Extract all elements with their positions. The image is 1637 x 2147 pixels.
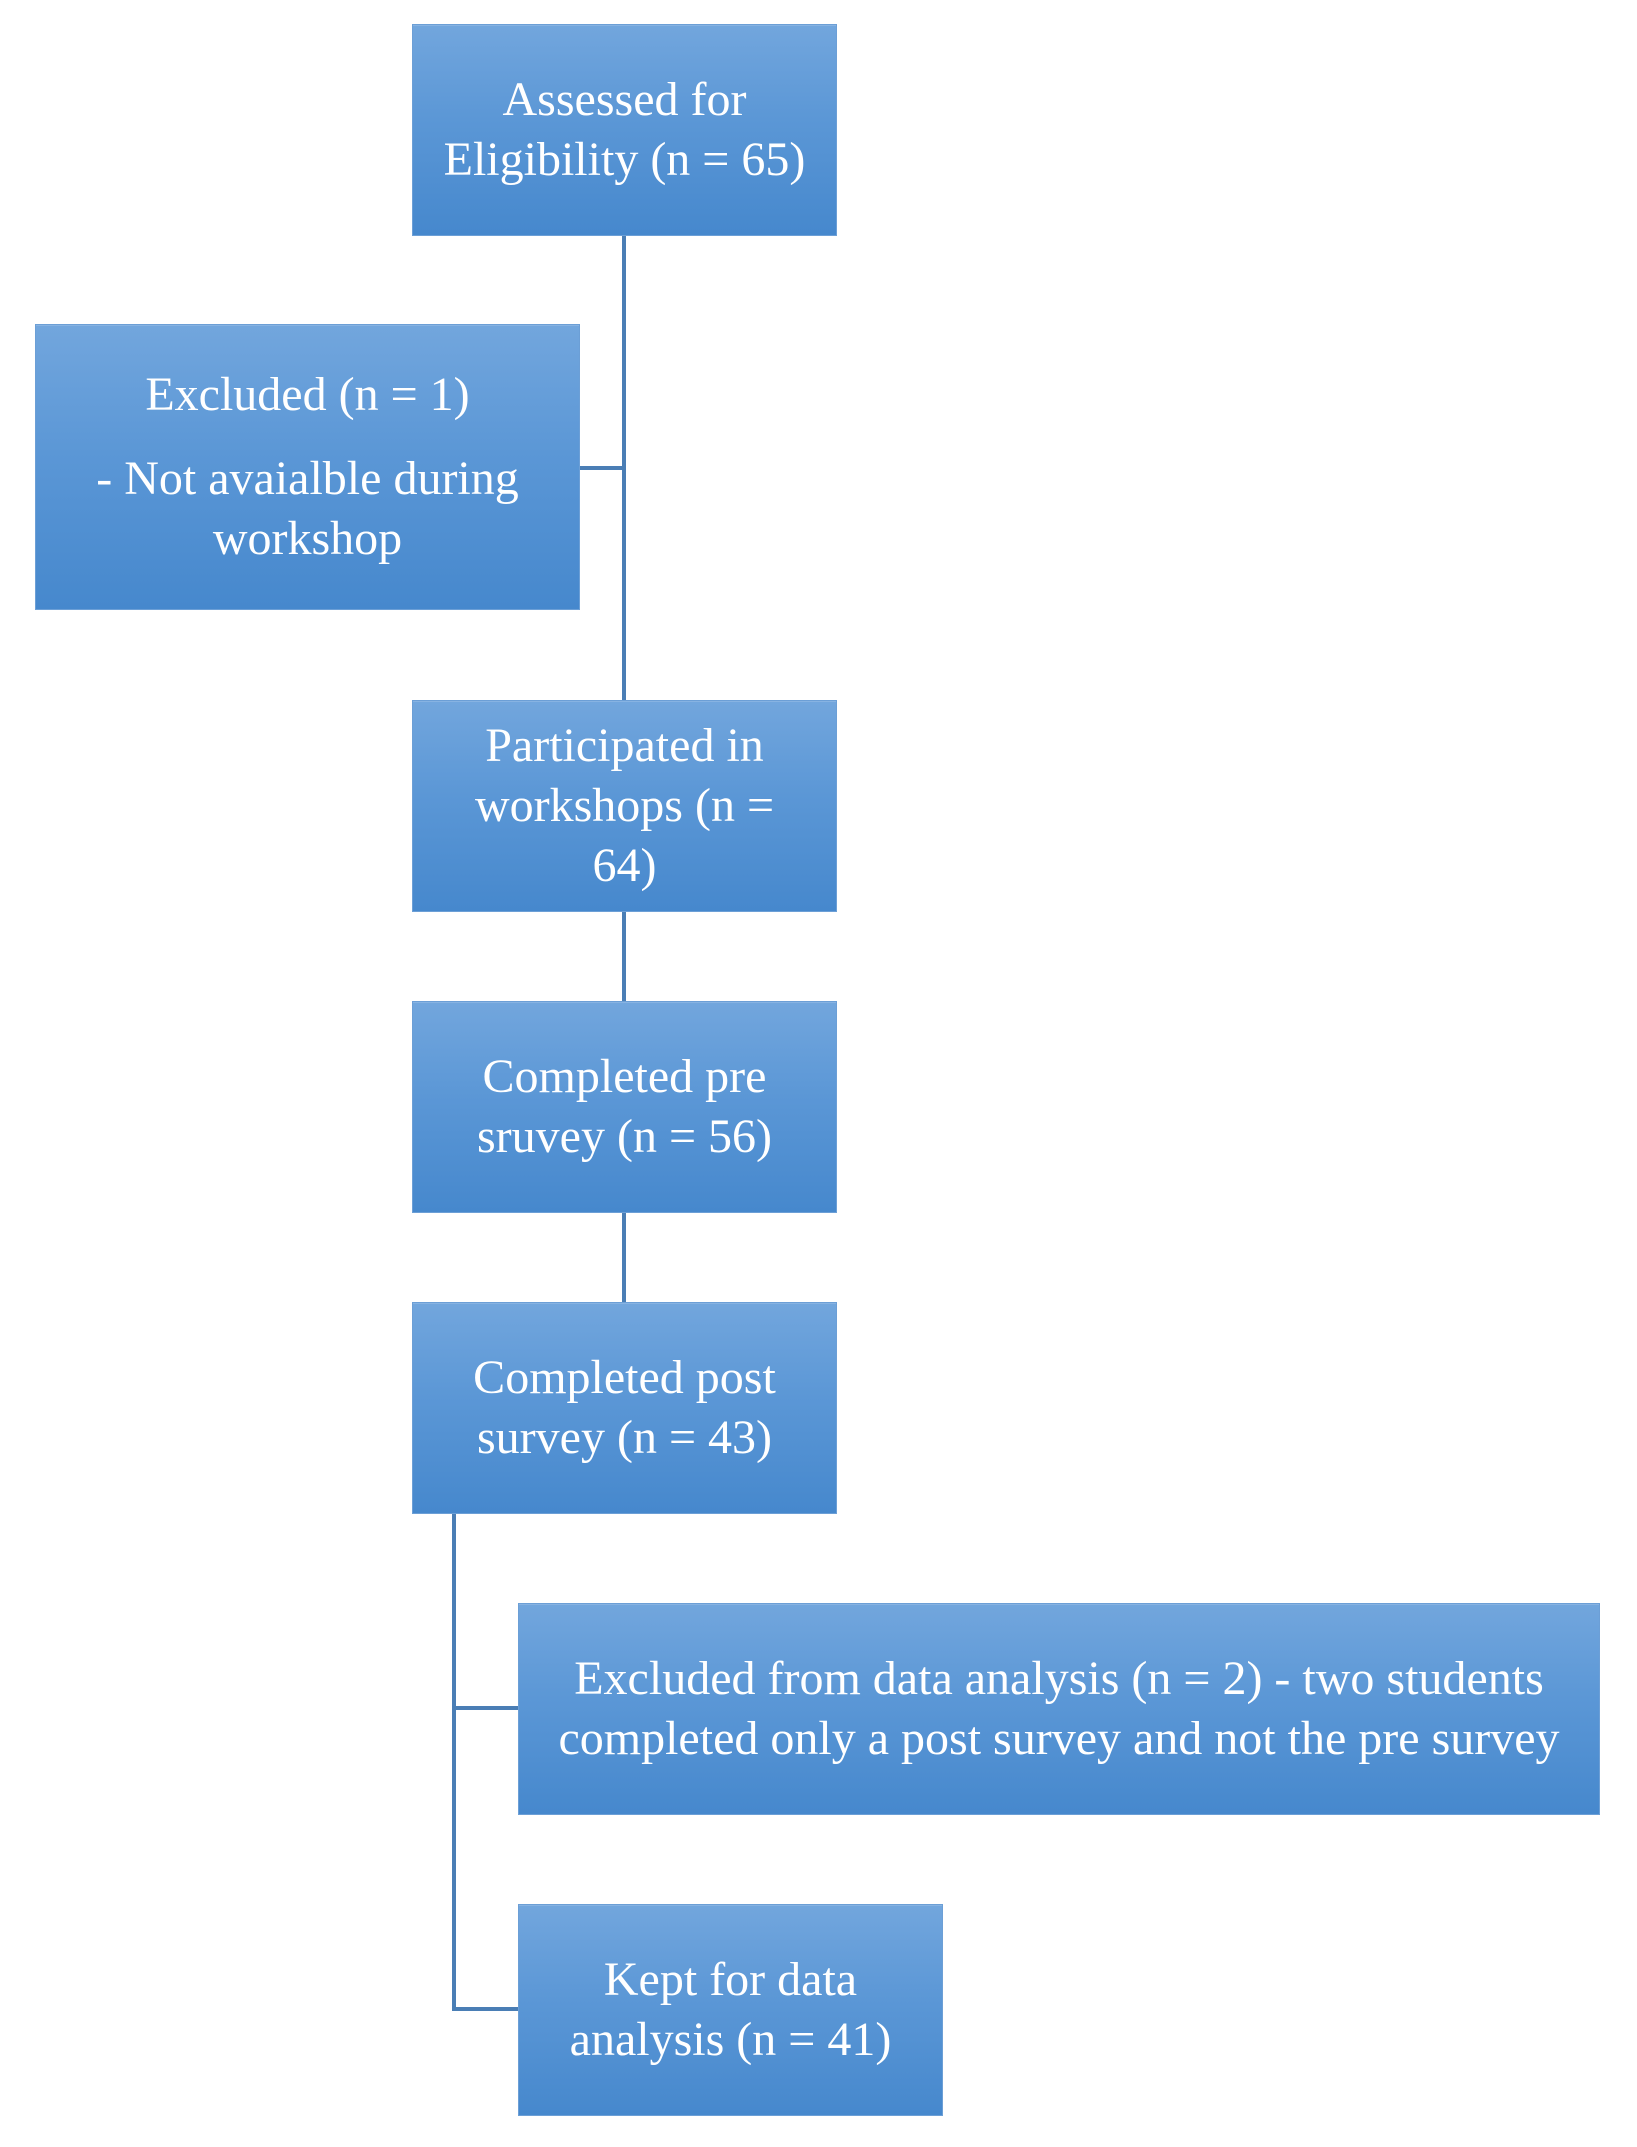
pre-survey-box: Completed pre sruvey (n = 56) — [412, 1001, 837, 1213]
excluded-title: Excluded (n = 1) — [145, 368, 470, 421]
excluded-analysis-box: Excluded from data analysis (n = 2) - tw… — [518, 1603, 1600, 1815]
post-survey-box: Completed post survey (n = 43) — [412, 1302, 837, 1514]
participated-box: Participated in workshops (n = 64) — [412, 700, 837, 912]
assessed-text: Assessed for Eligibility (n = 65) — [443, 73, 806, 186]
pre-survey-text: Completed pre sruvey (n = 56) — [476, 1050, 772, 1163]
excluded-box: Excluded (n = 1) - Not avaialble during … — [35, 324, 580, 610]
excluded-reason: - Not avaialble during workshop — [96, 452, 519, 565]
kept-box: Kept for data analysis (n = 41) — [518, 1904, 943, 2116]
kept-text: Kept for data analysis (n = 41) — [569, 1953, 892, 2066]
assessed-box: Assessed for Eligibility (n = 65) — [412, 24, 837, 236]
participated-text: Participated in workshops (n = 64) — [474, 719, 775, 892]
post-survey-text: Completed post survey (n = 43) — [473, 1351, 776, 1464]
excluded-analysis-text: Excluded from data analysis (n = 2) - tw… — [558, 1652, 1560, 1765]
